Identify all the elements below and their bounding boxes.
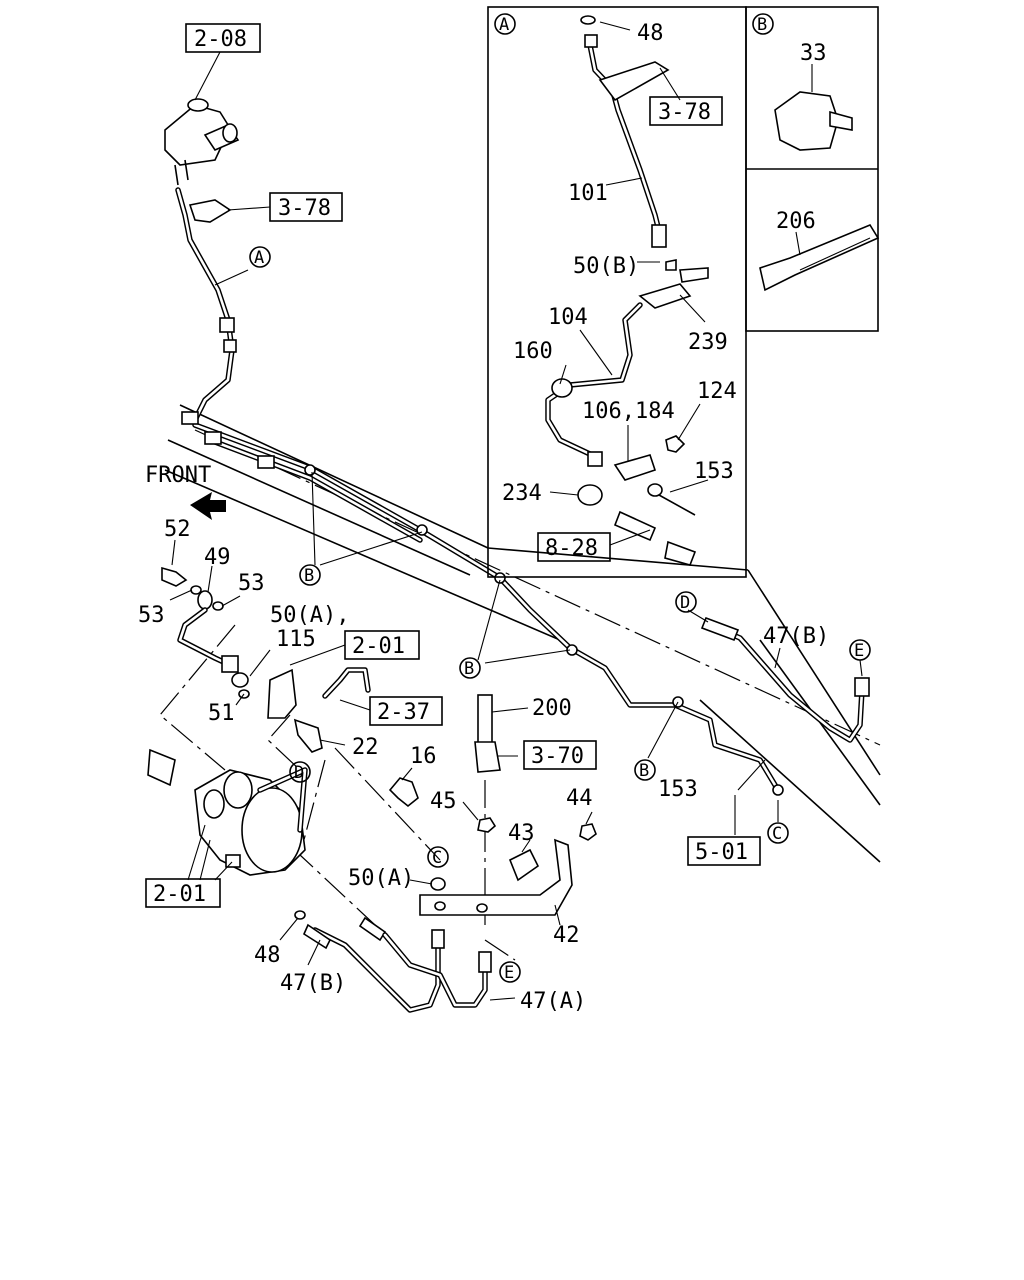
ref-8-28-label: 8-28 [545,536,598,561]
ref-2-37-label: 2-37 [377,700,430,725]
label-50b: 50(B) [573,254,639,279]
label-45: 45 [430,789,457,814]
callout-c-bottom-letter: C [432,848,442,868]
callout-a-main-letter: A [254,248,264,268]
ref-2-08-label: 2-08 [194,27,247,52]
label-153-right: 153 [658,777,698,802]
ref-3-78-inset-label: 3-78 [658,100,711,125]
ref-box-2-01-low[interactable]: 2-01 [145,878,221,908]
label-22: 22 [352,735,379,760]
bracket-42-group [409,694,597,926]
label-44: 44 [566,786,593,811]
label-153-inset: 153 [694,459,734,484]
label-47b-low: 47(B) [280,971,346,996]
callout-a-inset-letter: A [499,15,509,35]
label-48-inset: 48 [637,21,664,46]
ref-box-3-70[interactable]: 3-70 [523,740,597,770]
ref-box-2-37[interactable]: 2-37 [369,696,443,726]
b-leaders [214,269,679,759]
callout-b-left: B [299,564,321,586]
label-16: 16 [410,744,437,769]
pipe-front-upper [175,187,237,423]
label-104: 104 [548,305,588,330]
label-200: 200 [532,696,572,721]
ref-box-8-28[interactable]: 8-28 [537,532,611,562]
label-51: 51 [208,701,235,726]
callout-b-right-letter: B [639,761,649,781]
proportioning-valve-area [161,539,419,808]
label-124: 124 [697,379,737,404]
front-arrow: FRONT [145,463,226,520]
frame-rail [164,404,881,863]
callout-c-bottom: C [427,846,449,868]
callout-a-main: A [249,246,271,268]
callout-c-right-letter: C [772,824,782,844]
ref-3-78-top-label: 3-78 [278,196,331,221]
right-hose-47b [687,609,870,835]
callout-b-mid-letter: B [464,659,474,679]
label-47b-right: 47(B) [763,624,829,649]
callout-a-inset: A [494,13,516,35]
label-206: 206 [776,209,816,234]
label-101: 101 [568,181,608,206]
ref-3-70-label: 3-70 [531,744,584,769]
ref-box-2-01-mid[interactable]: 2-01 [344,630,420,660]
label-50a-115-l1: 50(A), [270,603,349,628]
ref-box-3-78-top[interactable]: 3-78 [269,192,343,222]
ref-5-01-label: 5-01 [695,840,748,865]
front-label: FRONT [145,463,211,488]
booster-assembly [147,748,308,881]
label-50a-115-l2: 115 [276,627,316,652]
label-42: 42 [553,923,580,948]
label-50a: 50(A) [348,866,414,891]
label-52: 52 [164,517,191,542]
label-53-right: 53 [238,571,265,596]
callout-b-left-letter: B [304,566,314,586]
label-239: 239 [688,330,728,355]
label-48-low: 48 [254,943,281,968]
label-234: 234 [502,481,542,506]
label-106-184: 106,184 [582,399,675,424]
label-53-left: 53 [138,603,165,628]
callout-c-right: C [767,822,789,844]
ref-leaders [194,51,271,881]
ref-box-3-78-inset[interactable]: 3-78 [649,96,723,126]
ref-box-2-08[interactable]: 2-08 [185,23,261,53]
label-47a: 47(A) [520,989,586,1014]
label-160: 160 [513,339,553,364]
inset-a-panel [487,6,880,578]
callout-d-right-letter: D [680,593,690,613]
callout-e-right-letter: E [854,641,864,661]
callout-e-bottom-letter: E [504,963,514,983]
callout-e-bottom: E [499,961,521,983]
ref-2-01-mid-label: 2-01 [352,634,405,659]
callout-b-mid: B [459,657,481,679]
callout-d-left: D [289,761,311,783]
callout-b-inset-letter: B [757,15,767,35]
ref-2-01-low-label: 2-01 [153,882,206,907]
callout-b-inset: B [752,13,774,35]
callout-d-right: D [675,591,697,613]
lower-hoses [279,910,516,1013]
label-49: 49 [204,545,231,570]
main-brake-pipe [181,411,784,796]
callout-b-right: B [634,759,656,781]
callout-d-left-letter: D [294,763,304,783]
label-43: 43 [508,821,535,846]
part-labels: 48 101 50(B) 104 160 239 106,184 124 153… [138,21,829,1014]
master-cylinder-reservoir [164,98,240,186]
callout-e-right: E [849,639,871,661]
label-33: 33 [800,41,827,66]
ref-box-5-01[interactable]: 5-01 [687,836,761,866]
